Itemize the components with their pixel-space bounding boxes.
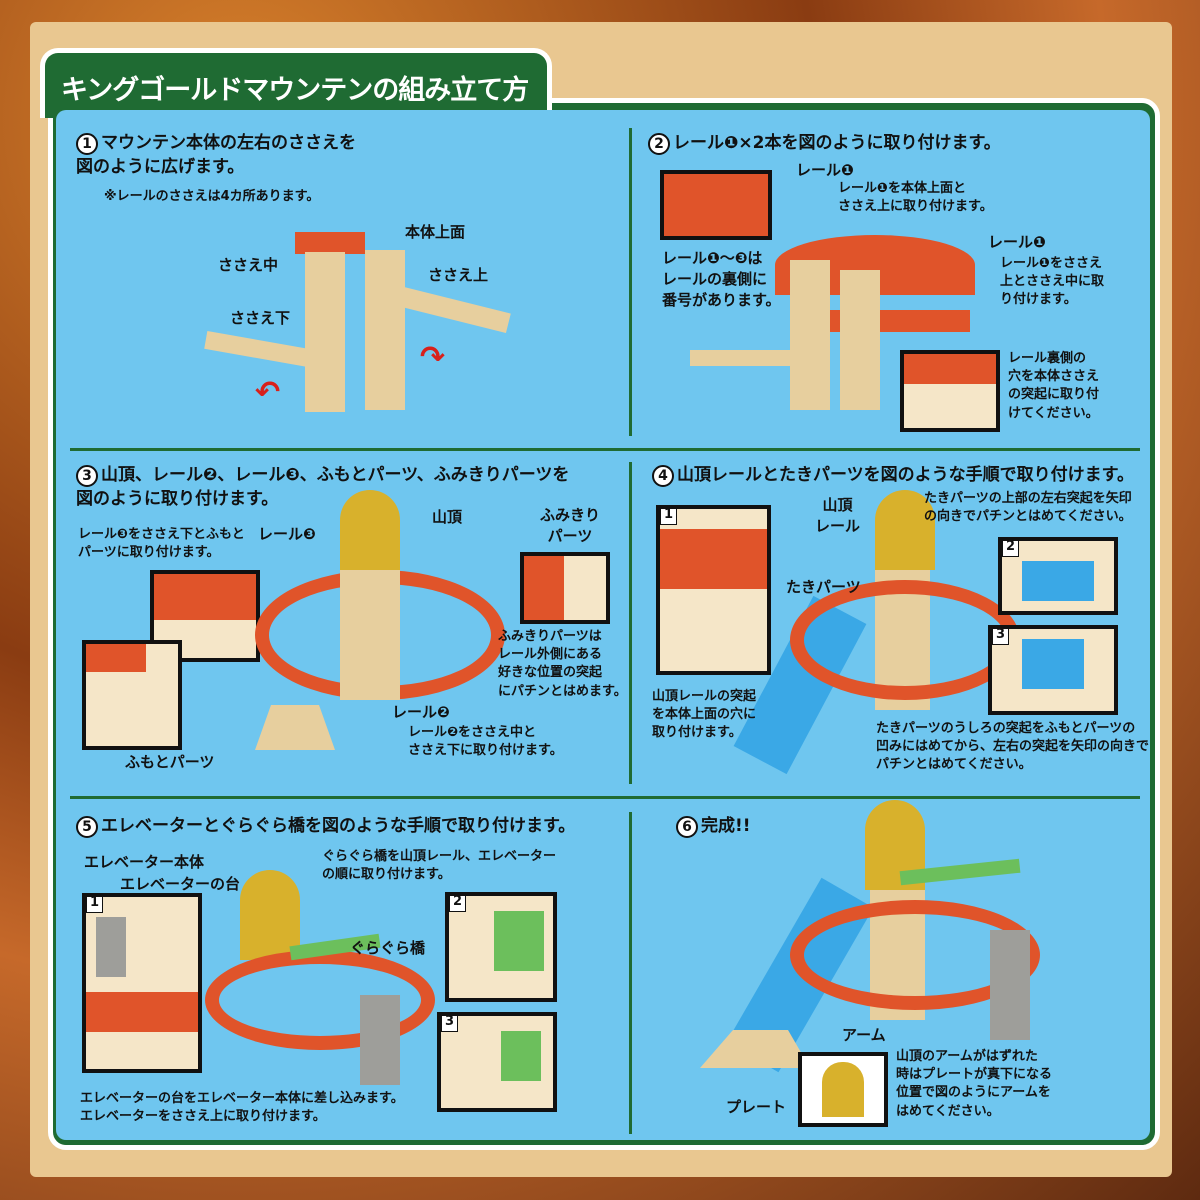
label: 山頂レールの突起 を本体上面の穴に 取り付けます。 bbox=[652, 689, 757, 741]
step-number: 4 bbox=[652, 465, 674, 487]
elevator bbox=[990, 930, 1030, 1040]
label: レール❸ bbox=[258, 525, 316, 543]
arrow-icon: ↷ bbox=[420, 340, 446, 375]
label: エレベーターの台をエレベーター本体に差し込みます。 エレベーターをささえ上に取り… bbox=[80, 1091, 404, 1125]
mountain-pillar bbox=[340, 570, 400, 700]
support-lower bbox=[690, 350, 790, 366]
label: 本体上面 bbox=[405, 223, 466, 241]
divider bbox=[629, 462, 632, 784]
label: レール❶～❸は レールの裏側に 番号があります。 bbox=[662, 249, 781, 309]
rail-3-inset bbox=[150, 570, 260, 662]
label: エレベーター本体 bbox=[84, 853, 205, 871]
step-number: 5 bbox=[76, 816, 98, 838]
step-number: 6 bbox=[676, 816, 698, 838]
label: ぐらぐら橋 bbox=[350, 939, 426, 957]
label: ささえ下 bbox=[230, 309, 291, 327]
inset-1: 1 bbox=[82, 893, 202, 1073]
base-part bbox=[255, 705, 335, 750]
inset-3: 3 bbox=[988, 625, 1118, 715]
arm-inset bbox=[798, 1052, 888, 1127]
label: たきパーツのうしろの突起をふもとパーツの 凹みにはめてから、左右の突起を矢印の向… bbox=[876, 721, 1150, 773]
label: 山頂 レール bbox=[815, 496, 861, 535]
mountain-pillar bbox=[305, 252, 345, 412]
label: レール❷をささえ中と ささえ下に取り付けます。 bbox=[408, 725, 563, 759]
inset-2: 2 bbox=[998, 537, 1118, 615]
base-part-inset bbox=[82, 640, 182, 750]
summit-part bbox=[340, 490, 400, 570]
label: 山頂 bbox=[432, 508, 463, 526]
mountain-pillar bbox=[790, 260, 830, 410]
rail-hole-inset bbox=[900, 350, 1000, 432]
mountain-pillar bbox=[365, 250, 405, 410]
title-tab: キングゴールドマウンテンの組み立て方 bbox=[40, 48, 552, 118]
label: たきパーツ bbox=[786, 578, 861, 596]
label: 山頂のアームがはずれた 時はプレートが真下になる 位置で図のようにアームを はめ… bbox=[896, 1049, 1053, 1119]
elevator bbox=[360, 995, 400, 1085]
label: ふもとパーツ bbox=[125, 753, 215, 771]
step-number: 2 bbox=[648, 133, 670, 155]
label: エレベーターの台 bbox=[120, 875, 241, 893]
label: ささえ上 bbox=[428, 266, 489, 284]
label: ぐらぐら橋を山頂レール、エレベーター の順に取り付けます。 bbox=[322, 849, 557, 883]
inset-1: 1 bbox=[656, 505, 771, 675]
label: ささえ中 bbox=[218, 256, 279, 274]
inset-2: 2 bbox=[445, 892, 557, 1002]
rail-number-inset bbox=[660, 170, 772, 240]
label: レール❶を本体上面と ささえ上に取り付けます。 bbox=[838, 181, 993, 215]
label: レール❶ bbox=[796, 161, 854, 179]
label: レール❶ bbox=[988, 233, 1046, 251]
divider bbox=[70, 796, 1140, 799]
rail-loop bbox=[205, 950, 435, 1050]
label: ふみきり パーツ bbox=[540, 506, 601, 545]
label: アーム bbox=[842, 1026, 886, 1044]
summit-part bbox=[875, 490, 935, 570]
divider bbox=[70, 448, 1140, 451]
divider bbox=[629, 128, 632, 436]
page-title: キングゴールドマウンテンの組み立て方 bbox=[61, 75, 529, 106]
label: プレート bbox=[726, 1098, 787, 1116]
divider bbox=[629, 812, 632, 1134]
label: レール❷ bbox=[392, 703, 450, 721]
label: たきパーツの上部の左右突起を矢印 の向きでパチンとはめてください。 bbox=[924, 491, 1132, 525]
label: ふみきりパーツは レール外側にある 好きな位置の突起 にパチンとはめます。 bbox=[498, 629, 627, 699]
arrow-icon: ↶ bbox=[255, 375, 281, 410]
step-number: 1 bbox=[76, 133, 98, 155]
label: レール裏側の 穴を本体ささえ の突起に取り付 けてください。 bbox=[1008, 351, 1100, 421]
rail-loop bbox=[790, 580, 1020, 700]
top-surface-part bbox=[295, 232, 365, 254]
mountain-pillar bbox=[840, 270, 880, 410]
summit-part bbox=[240, 870, 300, 960]
crossing-part-inset bbox=[520, 552, 610, 624]
label: レール❶をささえ 上とささえ中に取 り付けます。 bbox=[1000, 256, 1105, 308]
inset-3: 3 bbox=[437, 1012, 557, 1112]
step-number: 3 bbox=[76, 465, 98, 487]
label: レール❸をささえ下とふもと パーツに取り付けます。 bbox=[78, 527, 245, 561]
step-note: ※レールのささえは4カ所あります。 bbox=[104, 189, 320, 204]
